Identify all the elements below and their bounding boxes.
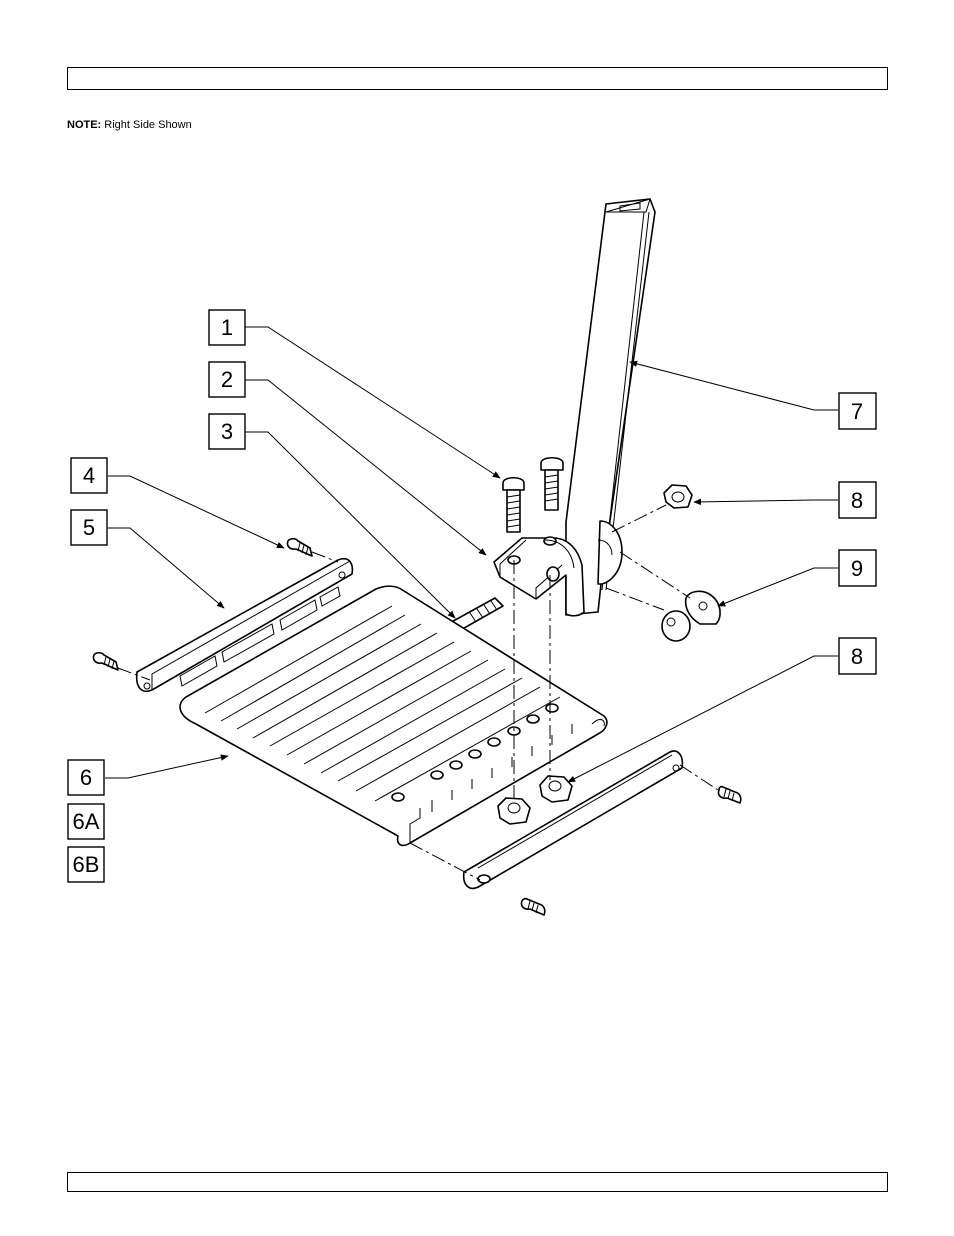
- callout-8-bottom: 8: [839, 638, 876, 674]
- callout-3: 3: [209, 414, 245, 449]
- callout-1-label: 1: [221, 315, 233, 340]
- part-9-washers: [662, 591, 720, 641]
- part-1-bolts: [503, 458, 563, 532]
- callout-6b: 6B: [68, 847, 104, 882]
- screw-bottom: [521, 899, 544, 915]
- callout-2-label: 2: [221, 367, 233, 392]
- callout-6a-label: 6A: [73, 809, 100, 834]
- callout-8-top-label: 8: [851, 488, 863, 513]
- screw-4-top: [287, 539, 312, 556]
- callout-4: 4: [71, 458, 107, 493]
- part-8-nut-top: [664, 485, 692, 508]
- callout-9-label: 9: [851, 556, 863, 581]
- part-7-hanger-post: [566, 199, 655, 615]
- screw-right: [718, 787, 740, 803]
- callout-8-bottom-label: 8: [851, 644, 863, 669]
- callout-1: 1: [209, 310, 245, 345]
- footer-box: [67, 1172, 888, 1192]
- callout-6a: 6A: [68, 804, 104, 839]
- callout-6b-label: 6B: [73, 852, 100, 877]
- callout-9: 9: [839, 550, 876, 586]
- callout-2: 2: [209, 362, 245, 397]
- callout-7: 7: [839, 393, 876, 429]
- callout-4-label: 4: [83, 463, 95, 488]
- part-2-clamp-bracket: [494, 537, 584, 616]
- callout-6-label: 6: [80, 765, 92, 790]
- callout-5: 5: [71, 510, 107, 545]
- screw-left: [93, 653, 118, 670]
- callout-6: 6: [68, 760, 104, 795]
- callout-3-label: 3: [221, 419, 233, 444]
- callout-5-label: 5: [83, 515, 95, 540]
- callout-7-label: 7: [851, 399, 863, 424]
- callout-8-top: 8: [839, 482, 876, 518]
